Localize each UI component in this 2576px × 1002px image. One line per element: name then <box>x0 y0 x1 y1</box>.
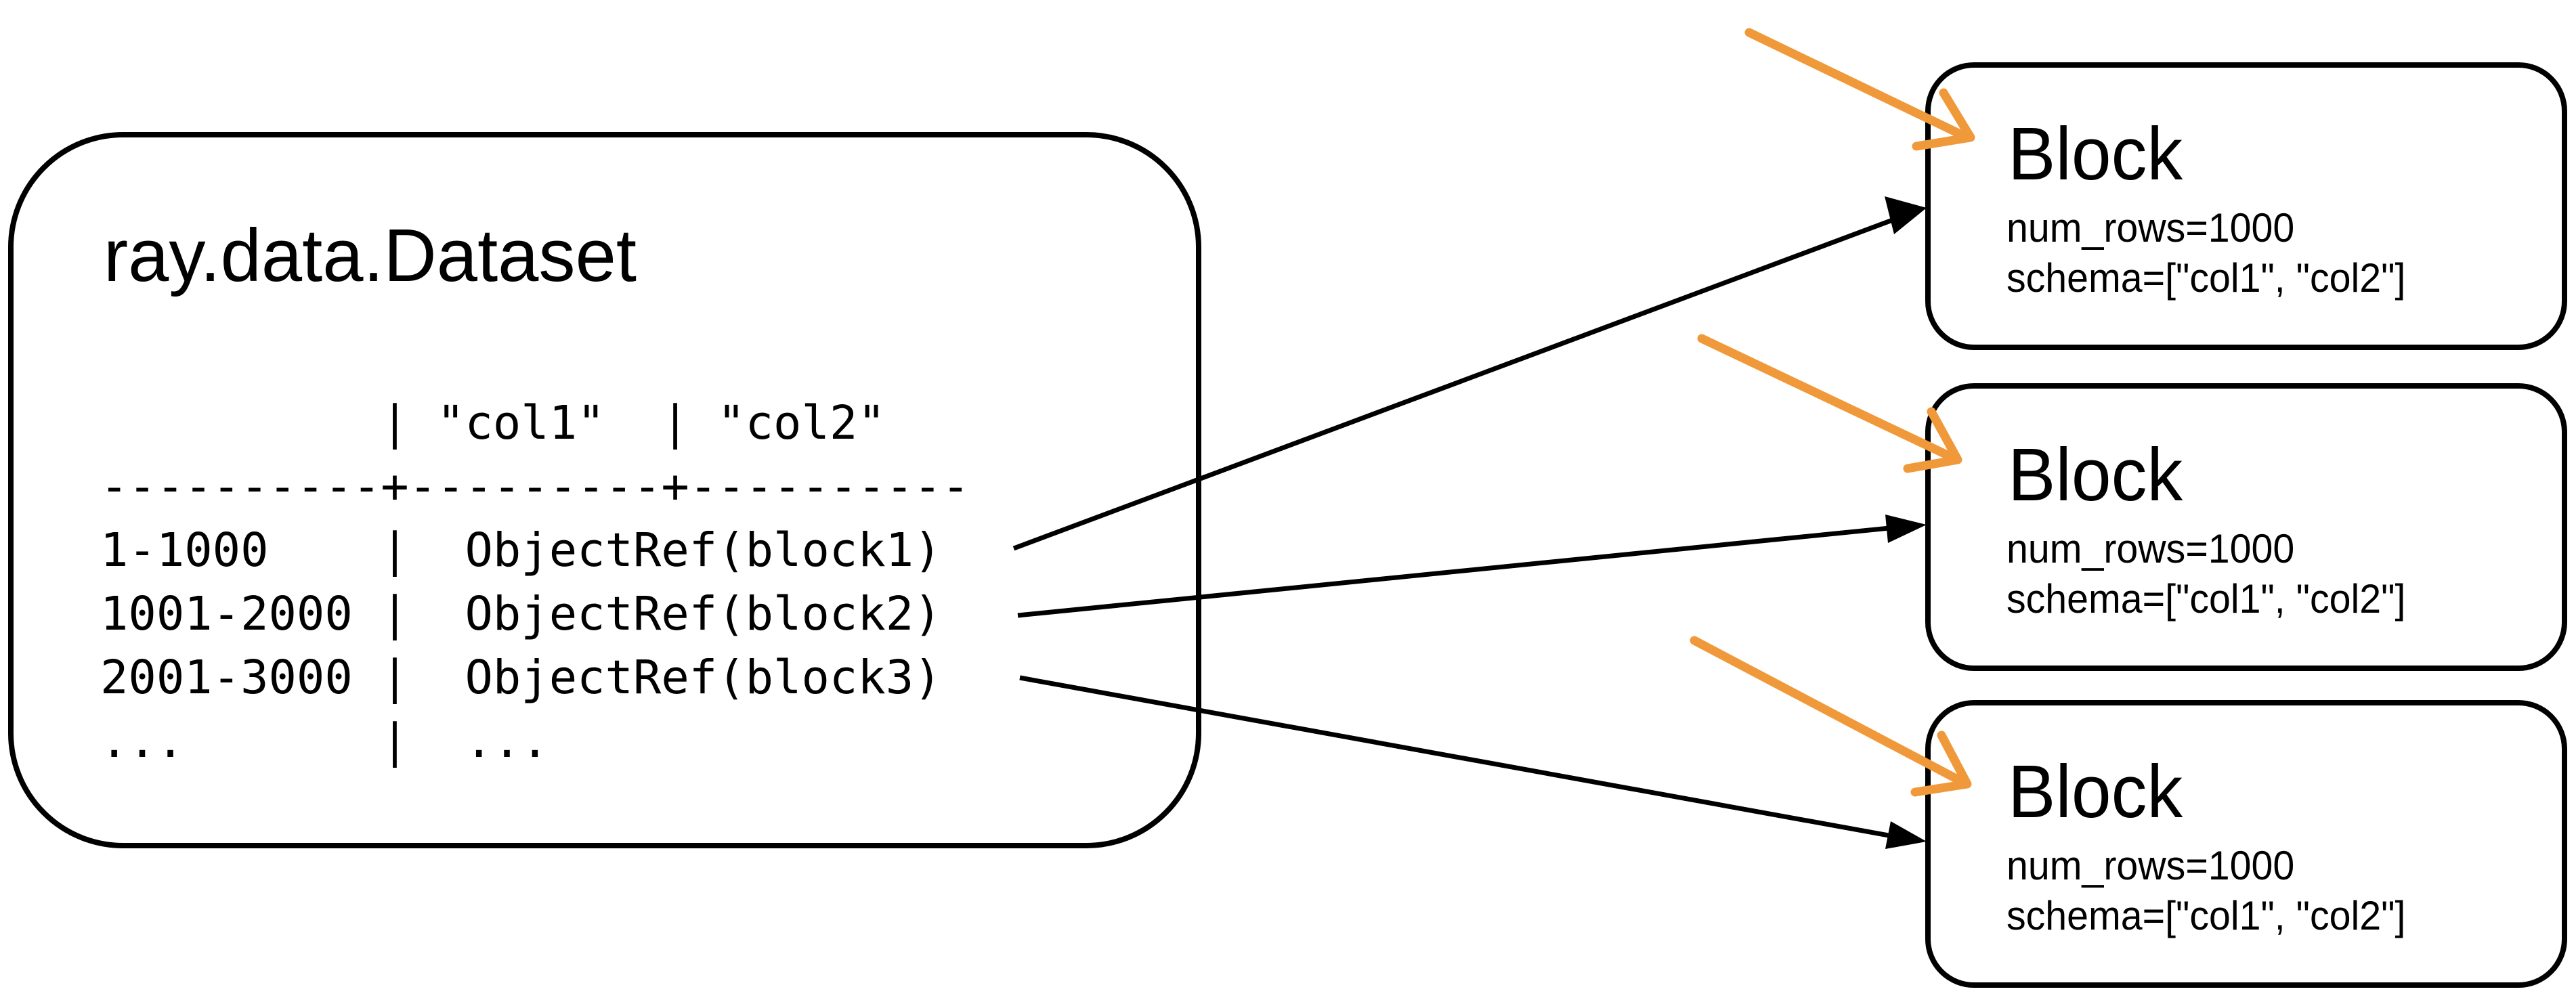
block-title: Block <box>2008 112 2183 196</box>
block-box-1: Block num_rows=1000 schema=["col1", "col… <box>1925 62 2567 350</box>
dataset-box <box>8 132 1201 848</box>
arrowhead-icon <box>1885 196 1927 234</box>
arrowhead-icon <box>1885 821 1927 849</box>
block-title: Block <box>2008 750 2183 833</box>
block-num-rows: num_rows=1000 <box>2006 843 2295 888</box>
table-separator-row: ----------+---------+---------- <box>100 460 970 514</box>
table-row-ellipsis: ... | ... <box>100 714 549 768</box>
incoming-arrow-2 <box>1697 334 1962 473</box>
block-schema: schema=["col1", "col2"] <box>2006 255 2406 301</box>
dataset-title: ray.data.Dataset <box>104 214 637 297</box>
block-num-rows: num_rows=1000 <box>2006 205 2295 250</box>
block-num-rows: num_rows=1000 <box>2006 526 2295 571</box>
incoming-arrow-line <box>1690 636 1969 787</box>
incoming-arrow-line <box>1697 334 1959 463</box>
table-row: 1001-2000 | ObjectRef(block2) <box>100 587 942 641</box>
table-header-row: | "col1" | "col2" <box>100 396 886 450</box>
block-title: Block <box>2008 433 2183 517</box>
block-schema: schema=["col1", "col2"] <box>2006 893 2406 938</box>
block-box-3: Block num_rows=1000 schema=["col1", "col… <box>1925 700 2567 988</box>
table-row: 2001-3000 | ObjectRef(block3) <box>100 651 942 705</box>
block-schema: schema=["col1", "col2"] <box>2006 576 2406 622</box>
arrowhead-icon <box>1885 515 1927 543</box>
table-row: 1-1000 | ObjectRef(block1) <box>100 523 942 578</box>
block-box-2: Block num_rows=1000 schema=["col1", "col… <box>1925 383 2567 671</box>
